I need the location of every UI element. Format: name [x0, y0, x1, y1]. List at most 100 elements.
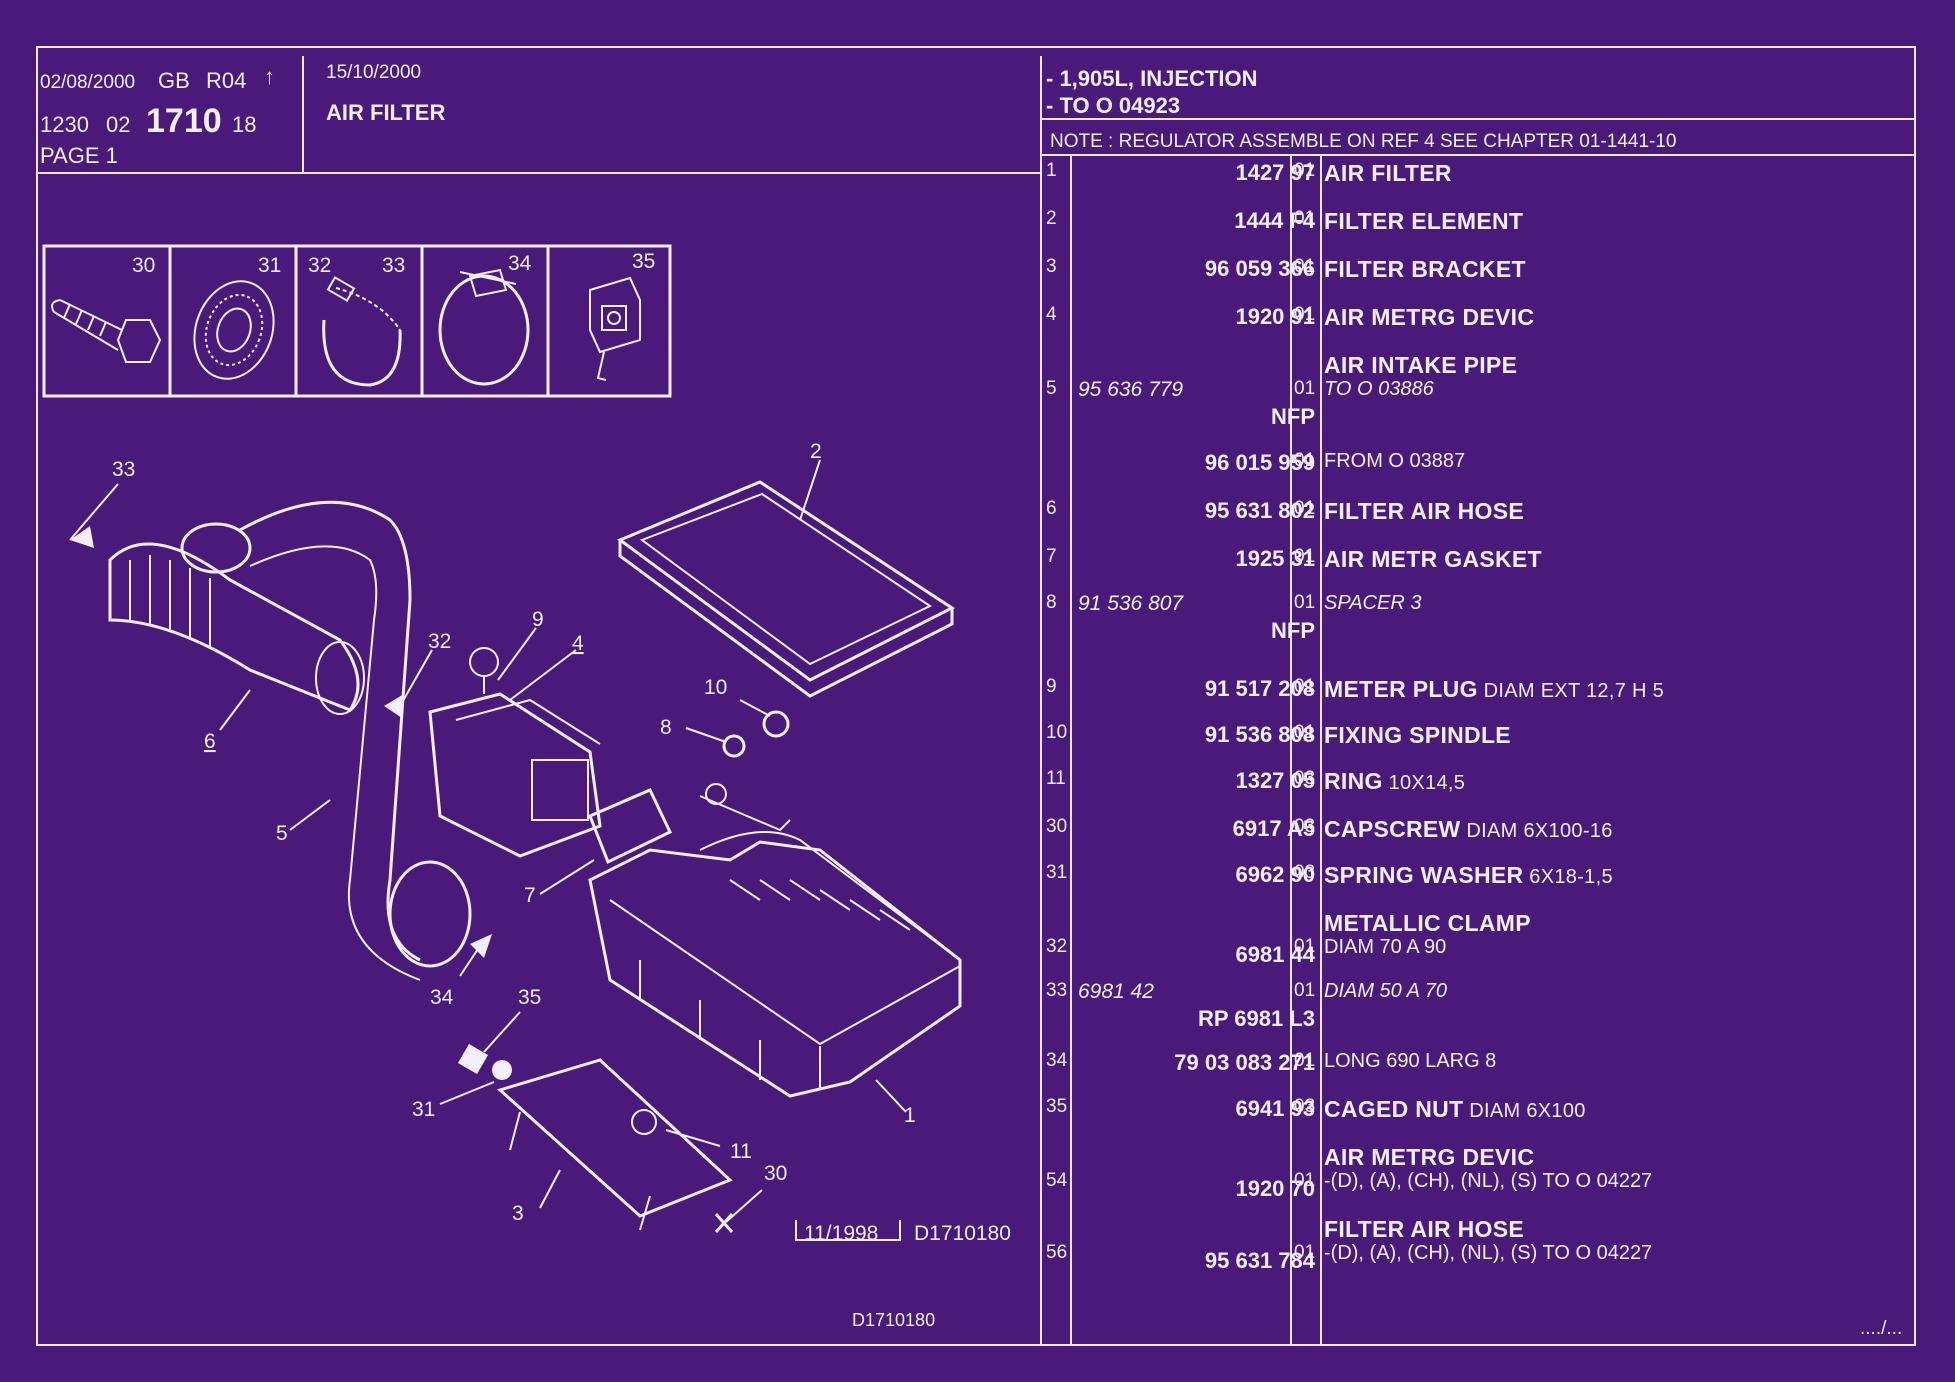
callout-3: 3	[512, 1202, 524, 1225]
part-alt-number: 6981 42	[1078, 980, 1154, 1003]
part-subline: -(D), (A), (CH), (NL), (S) TO O 04227	[1324, 1170, 1653, 1192]
part-number: 1920 70	[1235, 1176, 1315, 1201]
arrow-33-icon	[70, 526, 94, 548]
col-line-qty	[1290, 156, 1292, 1346]
metallic-clamp-icon	[322, 276, 402, 387]
stamp-bracket	[795, 1220, 901, 1241]
capscrew-icon	[51, 299, 162, 363]
part-ref: 4	[1046, 304, 1057, 325]
divider-note-table	[1040, 154, 1916, 156]
capscrew-marker-icon	[714, 1213, 734, 1233]
part-description: AIR METR GASKET	[1324, 546, 1542, 572]
page-title: AIR FILTER	[326, 100, 446, 125]
inset-label-32: 32	[308, 254, 331, 277]
spec-line-1: - 1,905L, INJECTION	[1046, 66, 1258, 91]
spacer-drawing	[722, 734, 746, 758]
callout-31: 31	[412, 1098, 435, 1121]
fixing-spindle-drawing	[762, 710, 790, 738]
caged-nut-icon	[589, 276, 641, 381]
header-code-a: 1230	[40, 112, 89, 137]
part-qty: 01	[1294, 378, 1316, 399]
part-qty: 01	[1294, 1050, 1316, 1071]
part-ref: 35	[1046, 1096, 1068, 1117]
continuation-marker: ..../...	[1860, 1318, 1903, 1339]
part-number: NFP	[1271, 404, 1315, 429]
part-ref: 3	[1046, 256, 1057, 277]
part-number: 79 03 083 271	[1174, 1050, 1315, 1075]
part-description: FILTER BRACKET	[1324, 256, 1526, 282]
part-ref: 2	[1046, 208, 1057, 229]
part-description: RING 10X14,5	[1324, 768, 1466, 794]
filter-element-drawing	[616, 480, 955, 698]
part-qty: 01	[1294, 208, 1316, 229]
part-number: 95 631 802	[1204, 498, 1315, 523]
part-ref: 34	[1046, 1050, 1068, 1071]
part-subline: TO O 03886	[1324, 378, 1434, 400]
catalog-sheet-frame	[36, 46, 1916, 1346]
divider-header-left	[302, 56, 304, 172]
airbox-drawing	[588, 783, 962, 1098]
part-number: 91 517 208	[1204, 676, 1315, 701]
air-meter-drawing	[428, 647, 602, 858]
callout-4: 4	[572, 632, 584, 655]
callout-7: 7	[524, 884, 536, 907]
part-spec: DIAM EXT 12,7 H 5	[1477, 680, 1664, 702]
callout-1: 1	[904, 1104, 916, 1127]
callout-35: 35	[518, 986, 541, 1009]
inset-label-34: 34	[508, 252, 532, 275]
part-qty: 03	[1294, 768, 1316, 789]
part-description: CAGED NUT DIAM 6X100	[1324, 1096, 1586, 1122]
part-qty: 01	[1294, 256, 1316, 277]
part-ref: 6	[1046, 498, 1057, 519]
part-number: 1427 97	[1235, 160, 1315, 185]
part-qty: 01	[1294, 546, 1316, 567]
arrow-34-icon	[470, 934, 492, 958]
part-number: 1327 05	[1235, 768, 1315, 793]
spec-line-2: - TO O 04923	[1046, 93, 1181, 118]
part-ref: 33	[1046, 980, 1068, 1001]
part-description: AIR FILTER	[1324, 160, 1452, 186]
part-number: 96 059 366	[1204, 256, 1315, 281]
part-ref: 9	[1046, 676, 1057, 697]
part-description: FIXING SPINDLE	[1324, 722, 1511, 748]
header-date1: 02/08/2000	[40, 72, 136, 93]
part-qty: 01	[1294, 304, 1316, 325]
part-ref: 30	[1046, 816, 1068, 837]
washer-part	[492, 1060, 512, 1080]
header-rev: R04	[206, 68, 247, 93]
header-lang: GB	[158, 68, 190, 93]
part-ref: 56	[1046, 1242, 1068, 1263]
stamp-ref: D1710180	[914, 1222, 1011, 1245]
col-line-desc	[1320, 156, 1322, 1346]
part-spec: DIAM 6X100-16	[1460, 820, 1613, 842]
gasket-drawing	[588, 788, 672, 865]
part-description: FILTER ELEMENT	[1324, 208, 1524, 234]
header-date2: 15/10/2000	[326, 62, 422, 83]
part-ref: 31	[1046, 862, 1068, 883]
part-ref: 1	[1046, 160, 1057, 181]
inset-label-35: 35	[632, 250, 655, 273]
part-description: SPRING WASHER 6X18-1,5	[1324, 862, 1613, 888]
callout-6: 6	[204, 730, 216, 753]
header-page: PAGE 1	[40, 143, 118, 168]
col-line-ref	[1070, 156, 1072, 1346]
callout-8: 8	[660, 716, 672, 739]
inset-label-31: 31	[258, 254, 281, 277]
callout-33: 33	[112, 458, 135, 481]
part-description: FILTER AIR HOSE	[1324, 498, 1524, 524]
part-ref: 10	[1046, 722, 1068, 743]
callout-32: 32	[428, 630, 451, 653]
part-number: 1444 F4	[1234, 208, 1315, 233]
part-description: FILTER AIR HOSE	[1324, 1216, 1524, 1242]
part-spec: 6X18-1,5	[1523, 866, 1613, 888]
part-spec: DIAM 6X100	[1463, 1100, 1586, 1122]
part-number: 6981 44	[1235, 942, 1315, 967]
part-alt-number: 91 536 807	[1078, 592, 1184, 615]
part-number: 95 631 784	[1204, 1248, 1315, 1273]
callout-2: 2	[810, 440, 822, 463]
part-description: AIR METRG DEVIC	[1324, 304, 1535, 330]
callout-11: 11	[730, 1140, 752, 1163]
part-number: 91 536 808	[1204, 722, 1315, 747]
divider-header-bottom-left	[36, 172, 1042, 174]
header-code-main: 1710	[146, 102, 222, 140]
